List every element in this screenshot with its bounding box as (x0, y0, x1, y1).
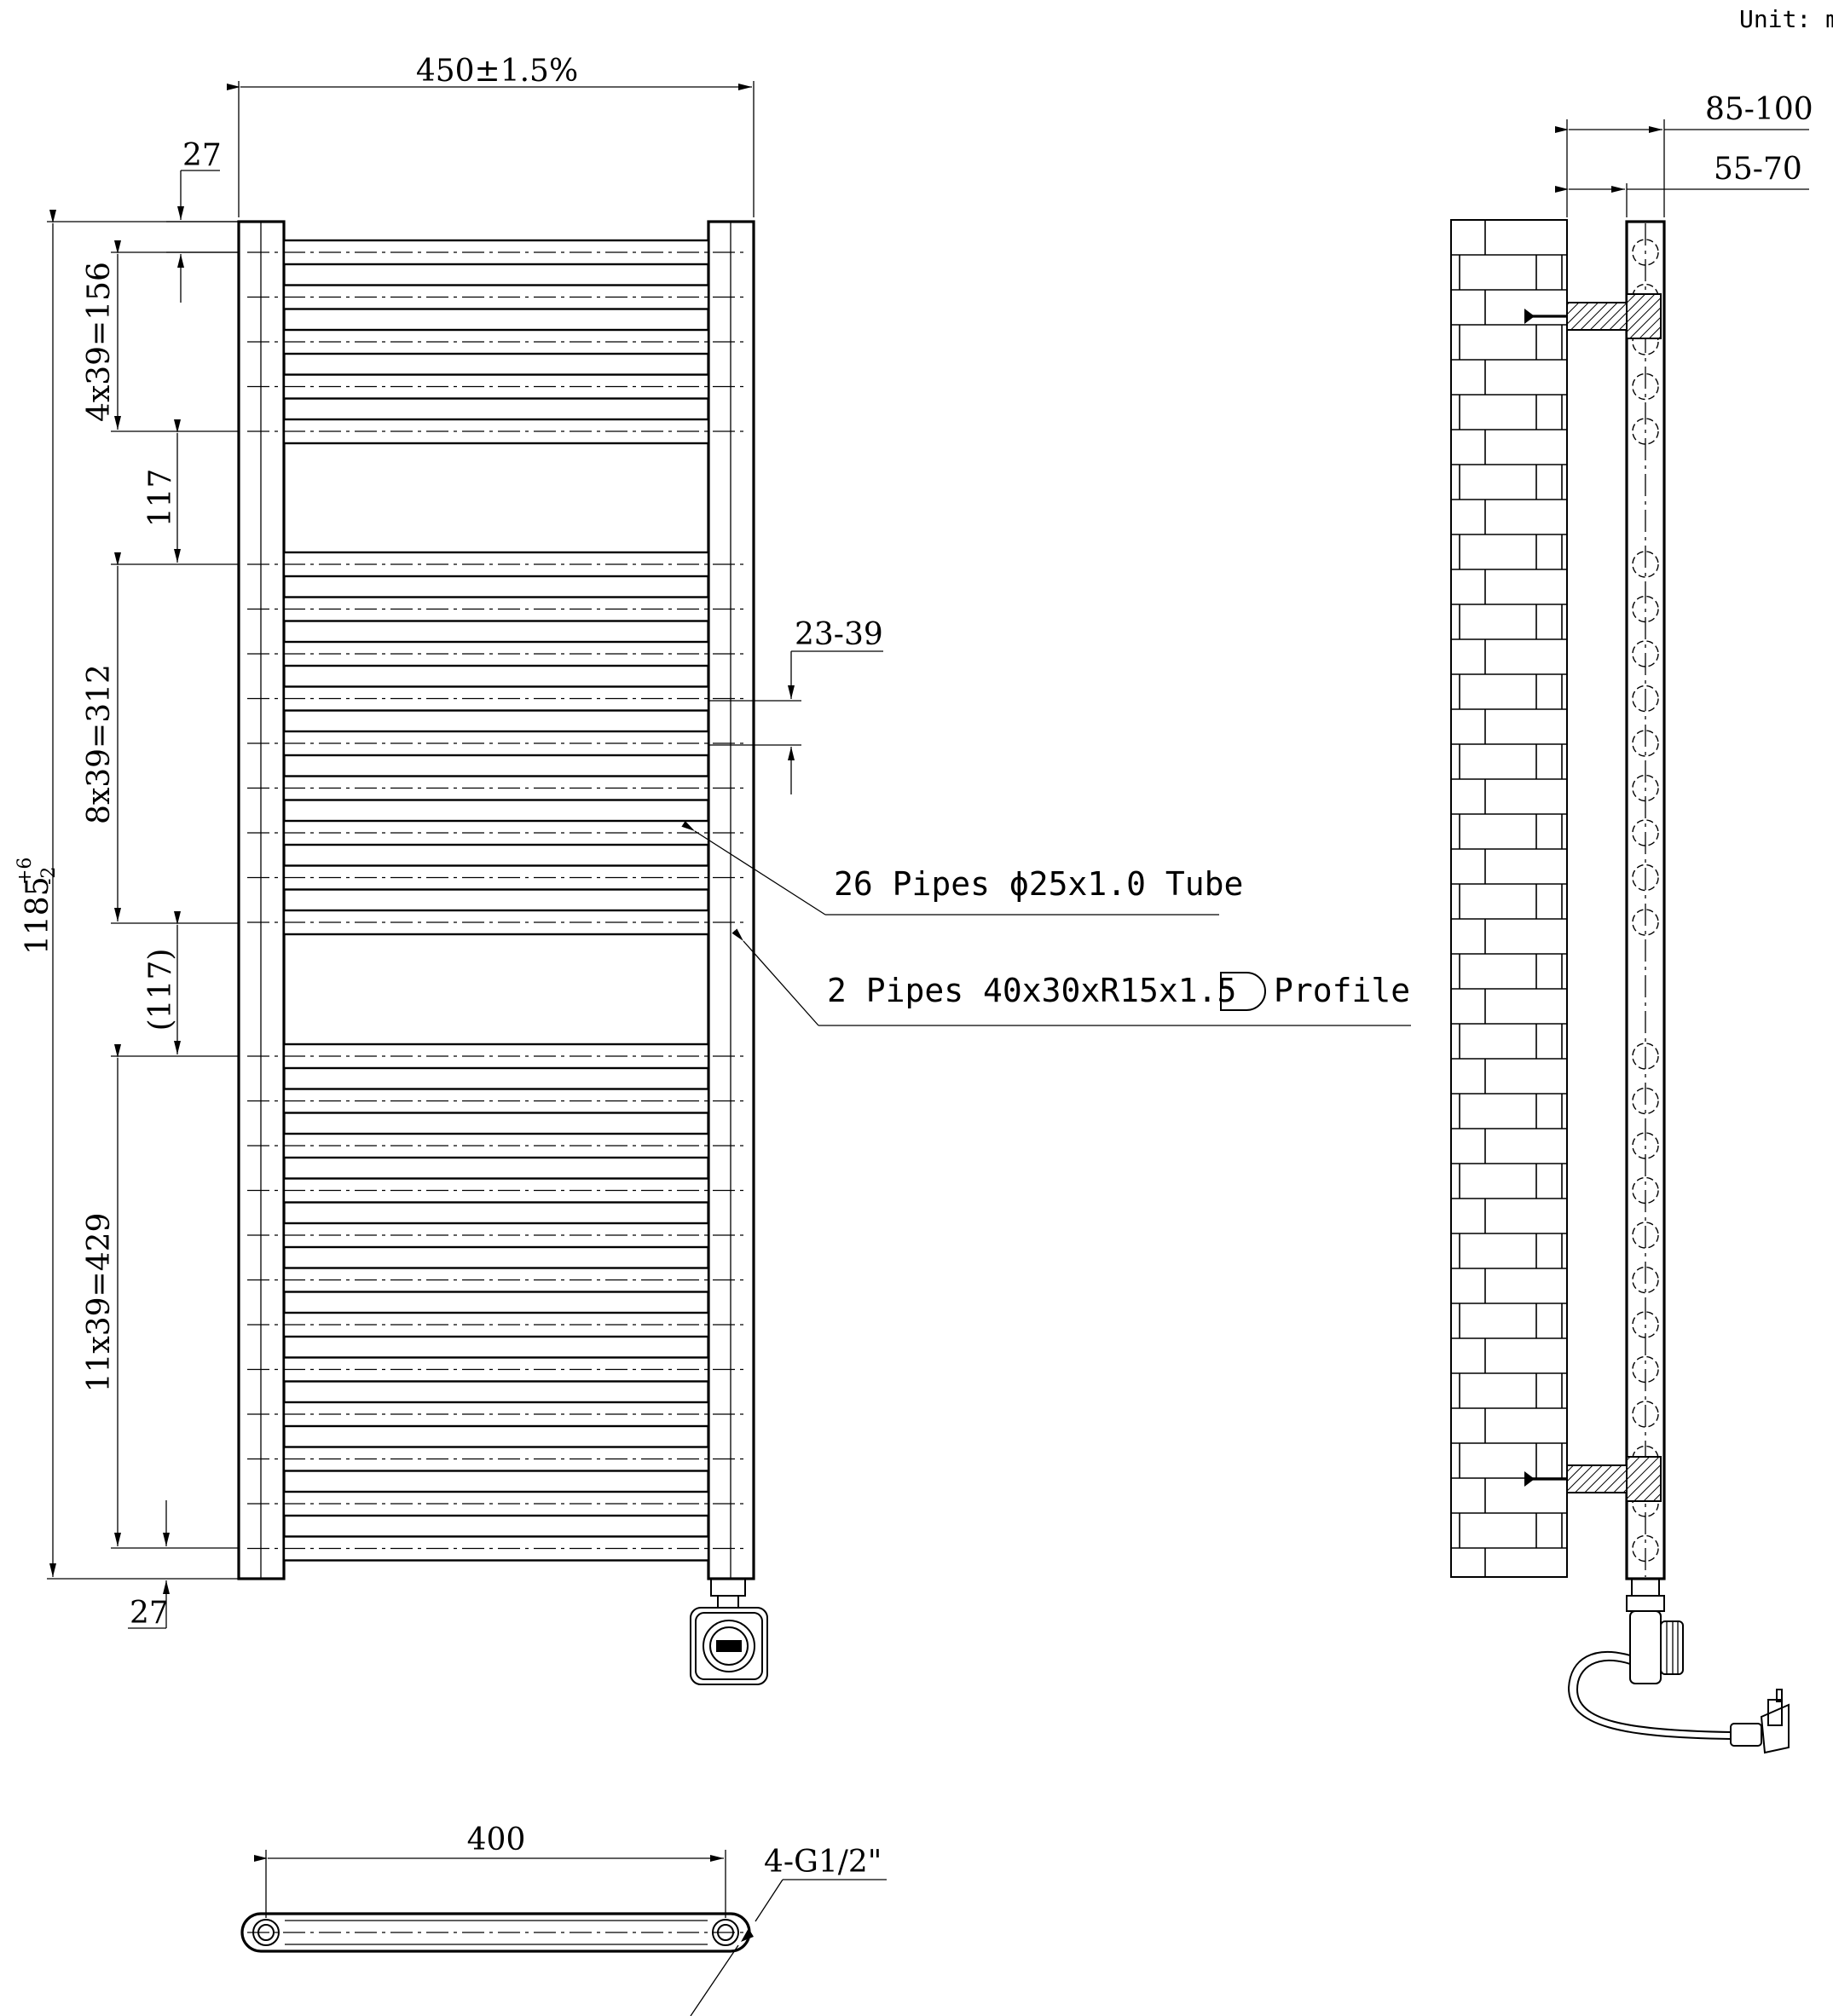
tube-17 (282, 1132, 710, 1159)
connection-left (252, 1919, 280, 1946)
tube-section-18 (1632, 1176, 1659, 1204)
bottom-offset-dim: 27 (130, 1596, 169, 1631)
connections-dim: 4-G1/2" (764, 1845, 882, 1880)
tube-section-3 (1632, 328, 1659, 355)
tube-section-10 (1632, 730, 1659, 757)
group1-dim: 4x39=156 (82, 262, 117, 422)
tube-11 (282, 775, 710, 801)
tube-section-12 (1632, 819, 1659, 846)
tube-section-4 (1632, 373, 1659, 401)
tube-21 (282, 1311, 710, 1338)
center-distance-dim: 400 (467, 1822, 526, 1857)
bottom-view: 400 4-G1/2" (240, 1822, 887, 2016)
profile-callout-suffix: Profile (1274, 972, 1410, 1009)
gap2-dim: (117) (143, 949, 178, 1031)
overall-height-dim: 1185 (20, 876, 55, 955)
height-tol-upper: +6 (14, 858, 36, 885)
tube-section-13 (1632, 864, 1659, 892)
height-tol-lower: -2 (38, 867, 60, 885)
wall-distance-inner-dim: 55-70 (1714, 152, 1802, 187)
tube-section-11 (1632, 774, 1659, 802)
pipe-gap-dim: 23-39 (795, 617, 883, 652)
overall-width-dim: 450±1.5% (416, 54, 578, 89)
bottom-profile-outline (240, 1912, 751, 1953)
group3-dim: 11x39=429 (82, 1213, 117, 1393)
front-view: 450±1.5% 27 1185 +6 -2 4x39=156 117 8x39… (14, 54, 1411, 1685)
group2-dim: 8x39=312 (82, 664, 117, 824)
connection-right (712, 1919, 739, 1946)
tube-section-26 (1632, 1534, 1659, 1563)
heating-element (690, 1578, 768, 1685)
unit-label: Unit: mm (1739, 5, 1833, 33)
tube-section-1 (1632, 239, 1659, 266)
tube-section-22 (1632, 1355, 1659, 1383)
tube-callout: 26 Pipes ϕ25x1.0 Tube (834, 865, 1243, 903)
heater-and-plug (1567, 1578, 1790, 1754)
tube-10 (282, 730, 710, 757)
tube-section-17 (1632, 1132, 1659, 1159)
tube-section-20 (1632, 1266, 1659, 1294)
tube-section-15 (1632, 1043, 1659, 1070)
tube-section-14 (1632, 909, 1659, 936)
tube-section-8 (1632, 640, 1659, 667)
tube-16 (282, 1088, 710, 1114)
wall-bracket-top (1524, 293, 1662, 339)
profile-callout: 2 Pipes 40x30xR15x1.5 (827, 972, 1236, 1009)
tube-section-25 (1632, 1490, 1659, 1517)
tube-section-21 (1632, 1311, 1659, 1338)
wall-bracket-bottom (1524, 1456, 1662, 1502)
wall-distance-outer-dim: 85-100 (1705, 92, 1813, 127)
side-view: 85-100 55-70 (1450, 92, 1813, 1754)
tube-section-23 (1632, 1401, 1659, 1428)
tube-section-5 (1632, 418, 1659, 445)
gap1-dim: 117 (143, 469, 178, 528)
brick-wall (1450, 219, 1568, 1578)
tube-section-7 (1632, 595, 1659, 623)
tube-section-19 (1632, 1222, 1659, 1249)
tube-section-9 (1632, 685, 1659, 713)
d-profile-icon (1220, 972, 1267, 1011)
tube-section-16 (1632, 1087, 1659, 1115)
tube-section-6 (1632, 551, 1659, 578)
horizontal-tubes (247, 239, 746, 1562)
top-offset-dim: 27 (182, 138, 222, 173)
